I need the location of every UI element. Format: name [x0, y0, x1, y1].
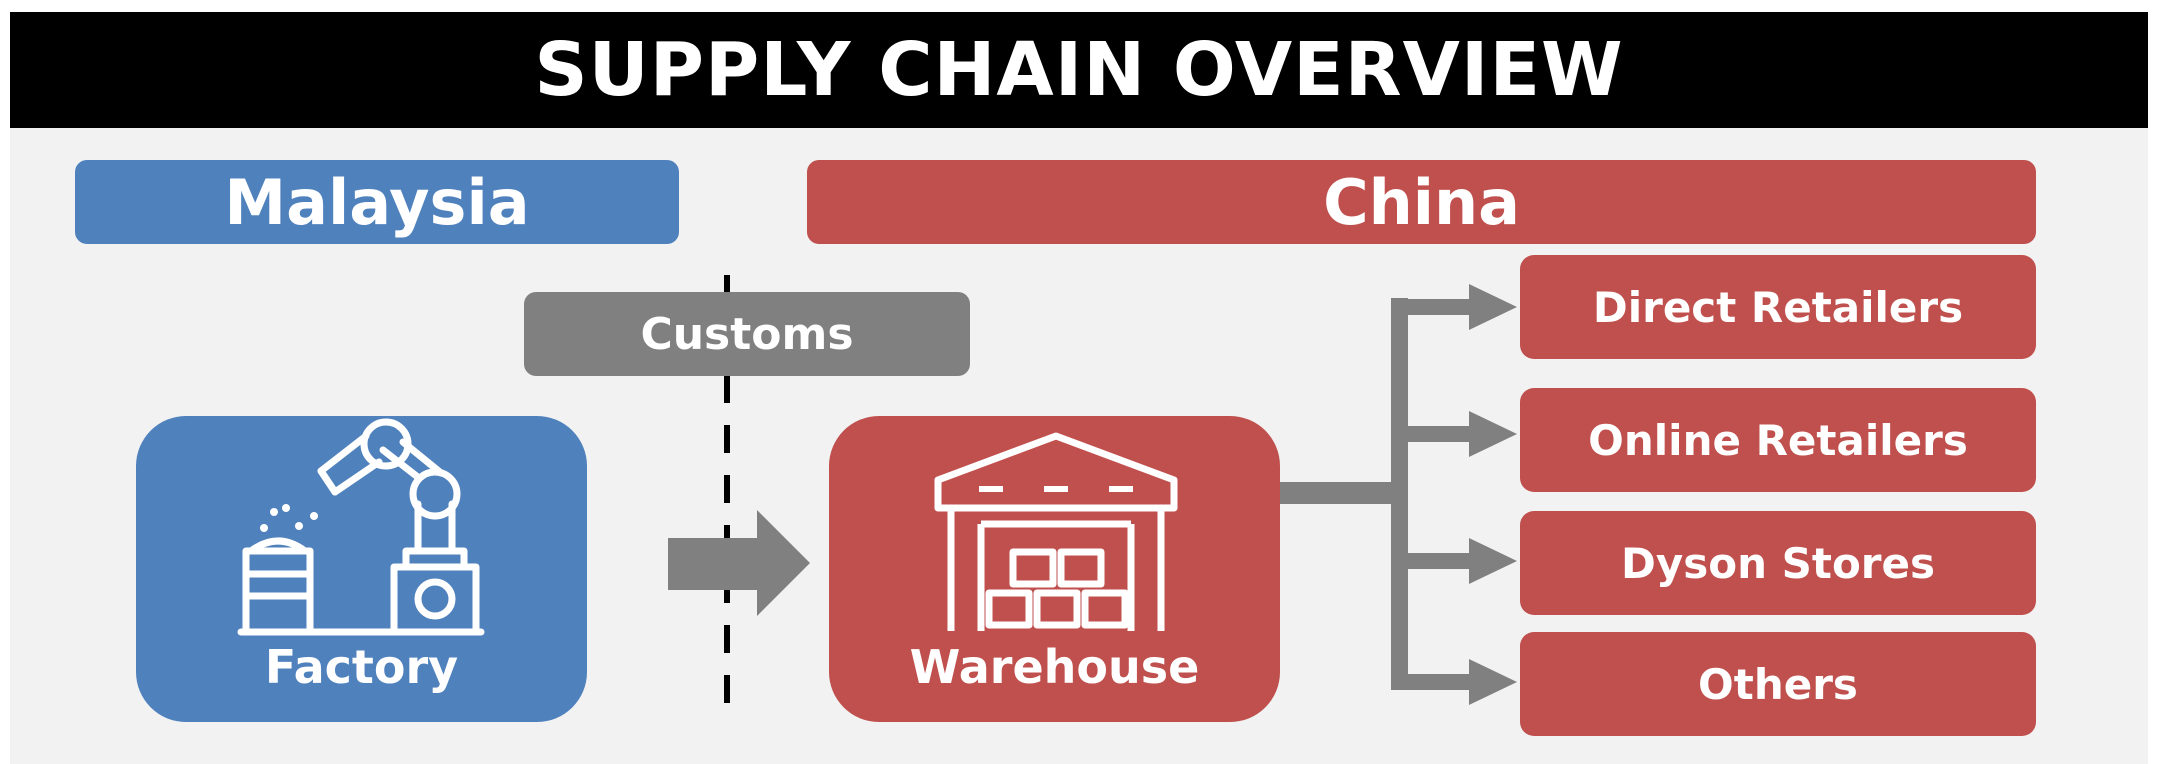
distribution-branches: [1391, 284, 1517, 705]
region-china: China: [807, 160, 2036, 244]
warehouse-trunk-connector: [1280, 482, 1408, 504]
arrowhead-direct-retailers: [1469, 284, 1517, 330]
factory-label: Factory: [264, 640, 459, 694]
region-malaysia: Malaysia: [75, 160, 679, 244]
destination-direct-retailers: Direct Retailers: [1520, 255, 2036, 359]
arrowhead-online-retailers: [1469, 411, 1517, 457]
factory-node: Factory: [136, 416, 587, 722]
arrowhead-others: [1469, 659, 1517, 705]
distribution-spine: [1391, 298, 1408, 690]
destination-online-retailers: Online Retailers: [1520, 388, 2036, 492]
customs-label: Customs: [524, 292, 970, 376]
warehouse-icon: [934, 432, 1178, 631]
factory-to-warehouse-arrow: [668, 510, 810, 616]
diagram-title: SUPPLY CHAIN OVERVIEW: [10, 12, 2148, 128]
warehouse-label: Warehouse: [909, 640, 1200, 694]
branch-others: [1391, 674, 1471, 690]
warehouse-node: Warehouse: [829, 416, 1280, 722]
arrowhead-dyson-stores: [1469, 538, 1517, 584]
branch-direct-retailers: [1391, 299, 1471, 315]
robot-arm-icon: [237, 418, 485, 636]
destination-dyson-stores: Dyson Stores: [1520, 511, 2036, 615]
branch-online-retailers: [1391, 426, 1471, 442]
branch-dyson-stores: [1391, 553, 1471, 569]
destination-others: Others: [1520, 632, 2036, 736]
